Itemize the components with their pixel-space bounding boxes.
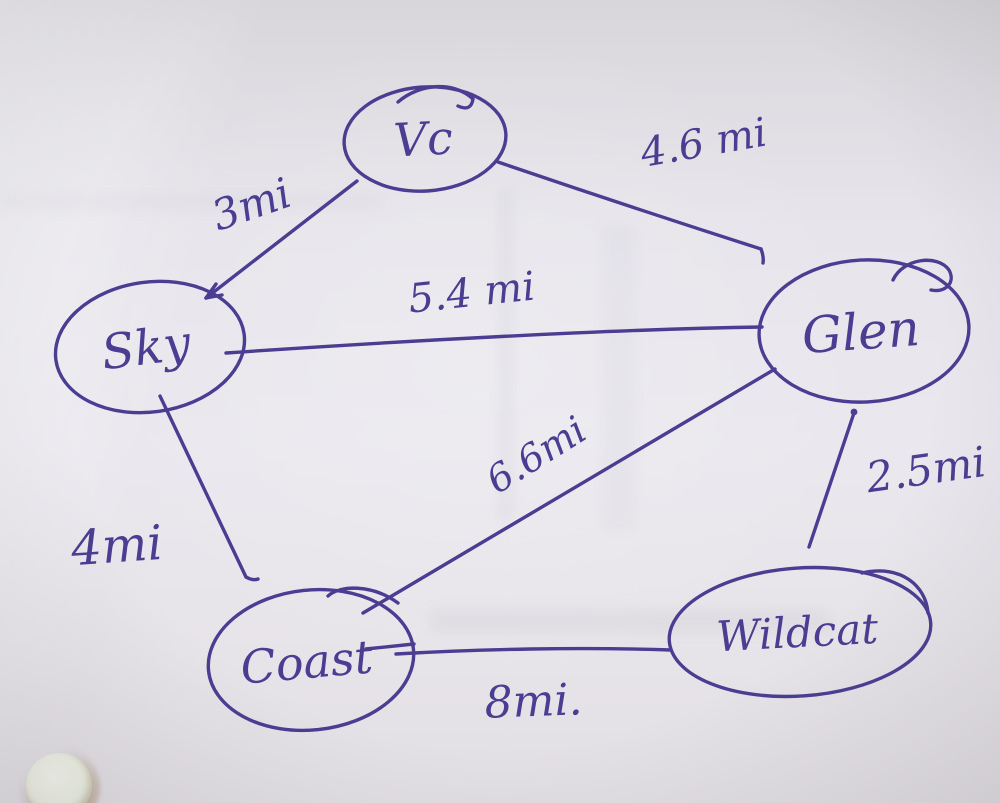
node-vc-outline <box>342 85 508 193</box>
node-wildcat-outline <box>667 565 933 699</box>
edge-sky-glen-label: 5.4 mi <box>406 264 537 323</box>
node-glen <box>757 258 971 404</box>
node-glen-outline <box>757 258 971 404</box>
node-glen-label: Glen <box>800 299 921 365</box>
edge-coast-glen <box>361 367 777 615</box>
edge-vc-glen <box>496 160 765 265</box>
edge-sky-glen-line <box>224 325 764 355</box>
ink-strokes <box>53 84 971 733</box>
node-vc-label: Vc <box>392 111 454 168</box>
node-sky <box>53 279 247 415</box>
node-coast-t-crossbar <box>364 642 416 651</box>
node-wildcat <box>667 565 933 699</box>
edge-vc-glen-label: 4.6 mi <box>636 110 770 178</box>
edge-vc-sky <box>204 179 359 300</box>
edge-vc-glen-arrowhead-icon <box>759 247 765 265</box>
node-wildcat-label: Wildcat <box>715 604 879 661</box>
edge-vc-glen-line <box>496 160 763 251</box>
hole-punch <box>26 753 92 803</box>
edge-glen-wildcat-line <box>807 411 856 549</box>
edge-sky-coast-end-tick <box>244 575 260 582</box>
edge-glen-wildcat-start-dot <box>850 408 858 416</box>
node-sky-label: Sky <box>98 315 194 382</box>
edge-glen-wildcat <box>807 408 858 549</box>
node-coast-label: Coast <box>238 629 375 694</box>
edge-sky-coast-label: 4mi <box>68 515 164 577</box>
edge-coast-wildcat <box>394 646 673 656</box>
edge-vc-sky-line <box>204 179 359 300</box>
node-coast-outline <box>206 587 416 733</box>
node-vc-pen-flourish <box>396 84 475 110</box>
edge-coast-glen-line <box>361 367 777 615</box>
edge-sky-coast <box>158 394 260 582</box>
edge-vc-sky-arrowhead-icon <box>204 282 224 300</box>
edge-vc-sky-label: 3mi <box>205 168 297 240</box>
edge-sky-glen <box>224 325 764 355</box>
node-vc <box>342 84 508 193</box>
edge-coast-wildcat-line <box>394 646 673 656</box>
edge-glen-wildcat-label: 2.5mi <box>862 437 989 502</box>
edge-coast-wildcat-label: 8mi. <box>484 674 584 728</box>
node-wildcat-pen-flourish <box>860 569 930 615</box>
edge-sky-coast-line <box>158 394 248 579</box>
node-glen-pen-flourish <box>891 258 953 293</box>
node-sky-outline <box>53 279 247 415</box>
